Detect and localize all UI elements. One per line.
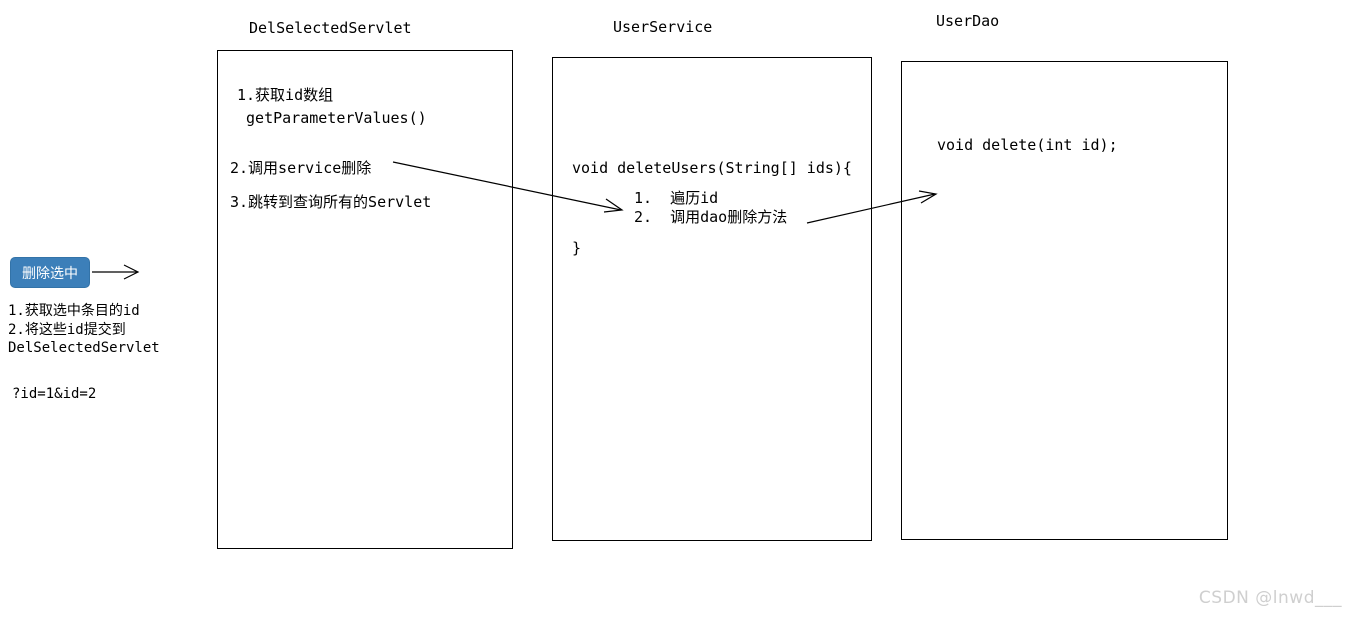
client-note-1: 1.获取选中条目的id <box>8 303 140 319</box>
servlet-step-3: 3.跳转到查询所有的Servlet <box>230 193 432 211</box>
service-method-signature: void deleteUsers(String[] ids){ <box>572 159 852 177</box>
arrow-button-to-servlet <box>92 264 140 280</box>
client-query-string: ?id=1&id=2 <box>12 386 97 402</box>
class-title-user-dao: UserDao <box>936 12 1000 30</box>
client-note-2: 2.将这些id提交到 <box>8 322 126 338</box>
delete-selected-button[interactable]: 删除选中 <box>10 257 90 288</box>
class-box-del-selected-servlet <box>217 50 513 549</box>
servlet-step-1: 1.获取id数组 <box>237 86 334 104</box>
class-title-del-selected-servlet: DelSelectedServlet <box>249 19 412 37</box>
servlet-step-1-detail: getParameterValues() <box>237 109 427 127</box>
class-title-user-service: UserService <box>613 18 713 36</box>
class-box-user-service <box>552 57 872 541</box>
client-note-3: DelSelectedServlet <box>8 340 160 356</box>
csdn-watermark: CSDN @lnwd___ <box>1198 588 1342 608</box>
service-closing-brace: } <box>572 239 582 257</box>
service-step-2: 2. 调用dao删除方法 <box>634 208 788 226</box>
class-box-user-dao <box>901 61 1228 540</box>
dao-method-signature: void delete(int id); <box>937 136 1118 154</box>
service-step-1: 1. 遍历id <box>634 189 719 207</box>
servlet-step-2: 2.调用service删除 <box>230 159 372 177</box>
